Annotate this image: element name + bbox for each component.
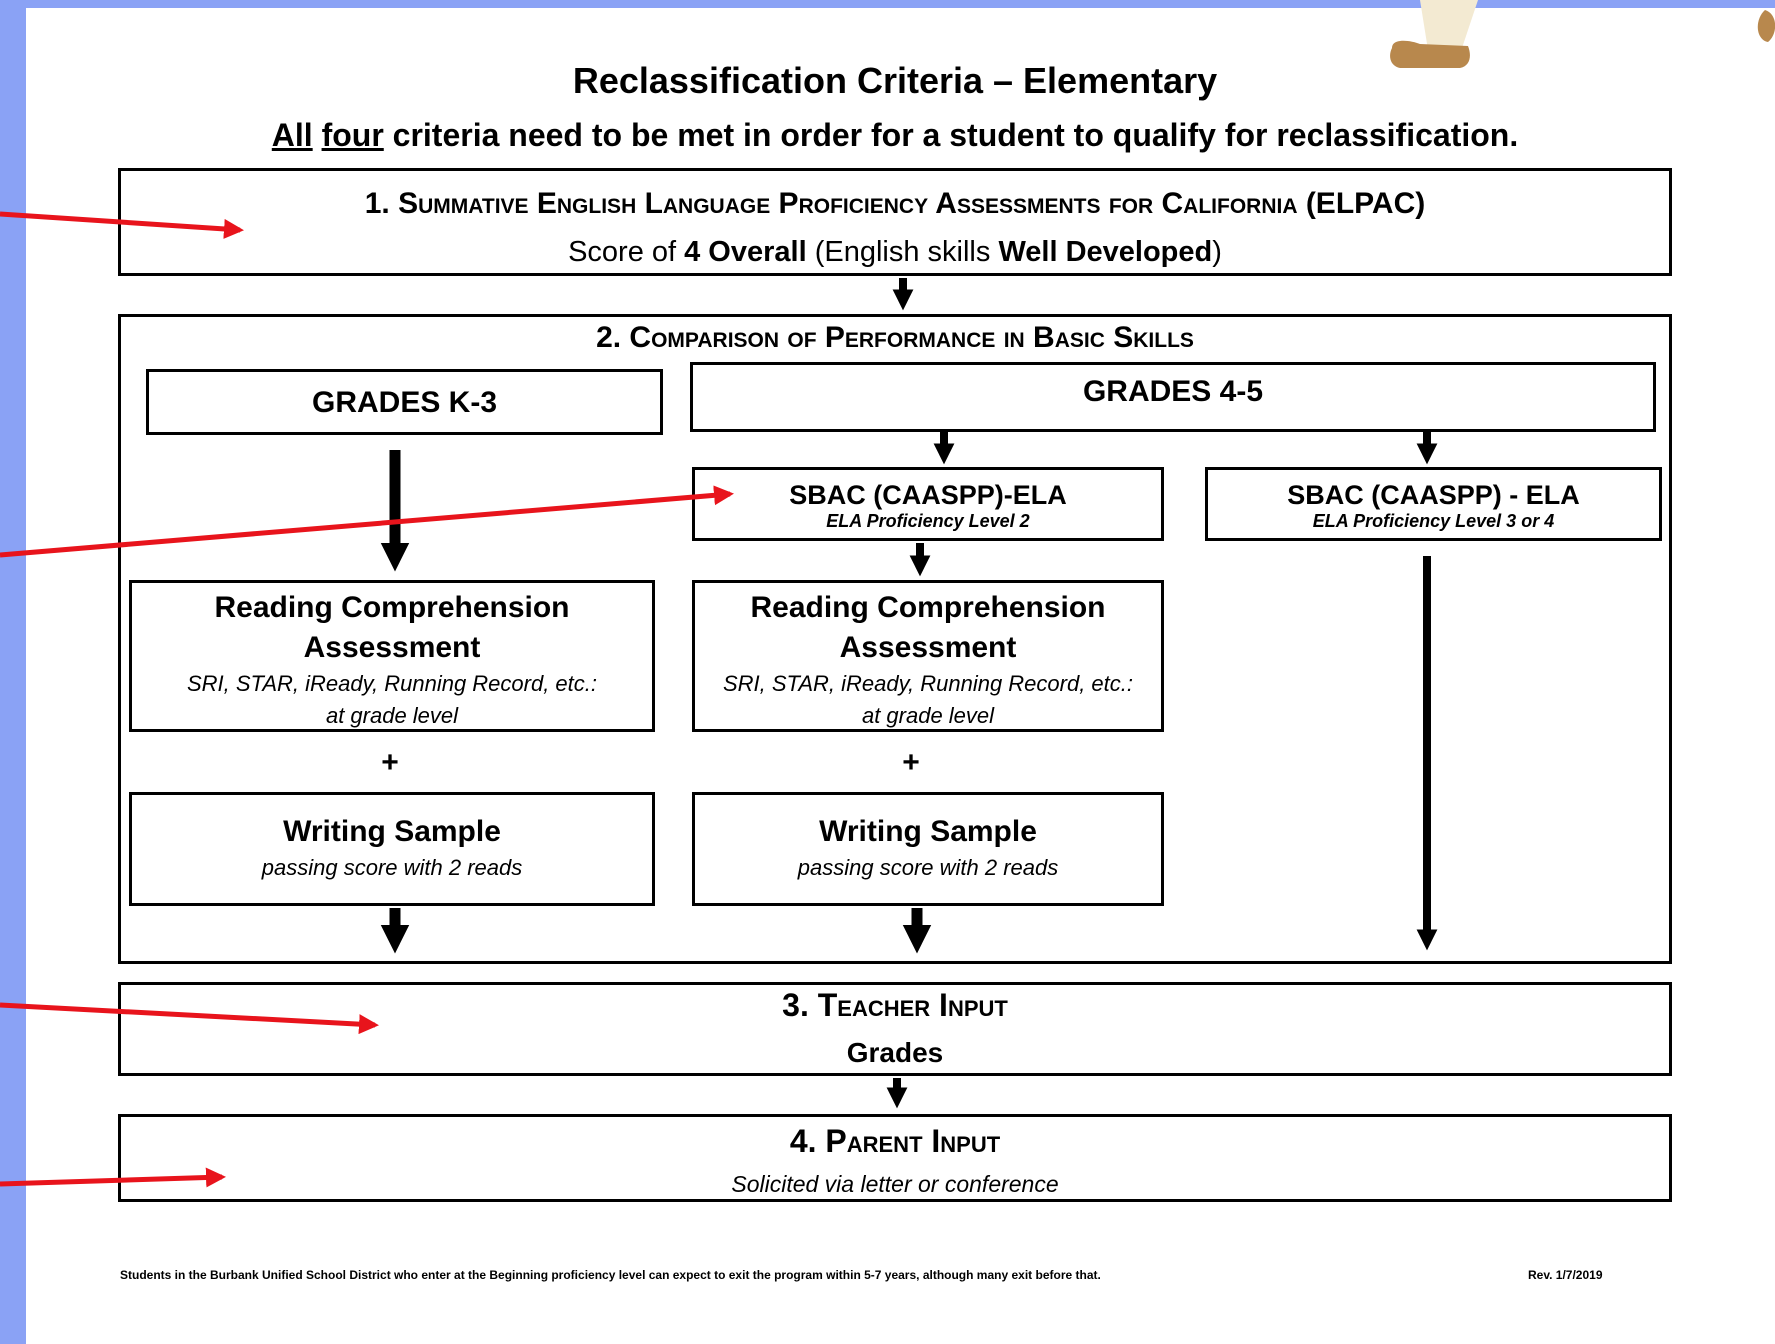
criterion-1-box: 1. Summative English Language Proficienc… xyxy=(118,168,1672,276)
pointer-arrow-criterion-1 xyxy=(0,211,244,239)
criterion-4-box: 4. Parent Input Solicited via letter or … xyxy=(118,1114,1672,1202)
criterion-2-heading: 2. Comparison of Performance in Basic Sk… xyxy=(596,321,1194,354)
writing-sample-4-5-box: Writing Sample passing score with 2 read… xyxy=(692,792,1164,906)
footer-note: Students in the Burbank Unified School D… xyxy=(120,1268,1101,1282)
criterion-4-heading: 4. Parent Input xyxy=(789,1123,1001,1159)
plus-sign-k3: + xyxy=(381,746,399,779)
criterion-3-sub: Grades xyxy=(846,1037,944,1068)
page-subtitle: All four criteria need to be met in orde… xyxy=(271,117,1519,153)
criterion-1-heading: 1. Summative English Language Proficienc… xyxy=(364,187,1426,220)
criterion-1-detail: Score of 4 Overall (English skills Well … xyxy=(568,236,1222,268)
pointer-arrow-criterion-4 xyxy=(0,1167,226,1188)
grades-k3-header: GRADES K-3 xyxy=(146,369,663,435)
reading-comprehension-k3-box: Reading Comprehension Assessment SRI, ST… xyxy=(129,580,655,732)
decorative-shoe-illustration xyxy=(1390,0,1775,68)
criterion-3-heading: 3. Teacher Input xyxy=(782,987,1008,1023)
page-title: Reclassification Criteria – Elementary xyxy=(572,60,1218,101)
pointer-arrow-criterion-3 xyxy=(0,1002,379,1035)
sbac-level-3-4-box: SBAC (CAASPP) - ELA ELA Proficiency Leve… xyxy=(1205,467,1662,541)
reading-comprehension-4-5-box: Reading Comprehension Assessment SRI, ST… xyxy=(692,580,1164,732)
sbac-level-2-box: SBAC (CAASPP)-ELA ELA Proficiency Level … xyxy=(692,467,1164,541)
criterion-4-sub: Solicited via letter or conference xyxy=(731,1171,1059,1197)
pointer-arrow-sbac xyxy=(0,485,734,558)
plus-sign-4-5: + xyxy=(902,746,920,779)
grades-4-5-header: GRADES 4-5 xyxy=(690,362,1656,432)
writing-sample-k3-box: Writing Sample passing score with 2 read… xyxy=(129,792,655,906)
revision-date: Rev. 1/7/2019 xyxy=(1528,1268,1603,1282)
